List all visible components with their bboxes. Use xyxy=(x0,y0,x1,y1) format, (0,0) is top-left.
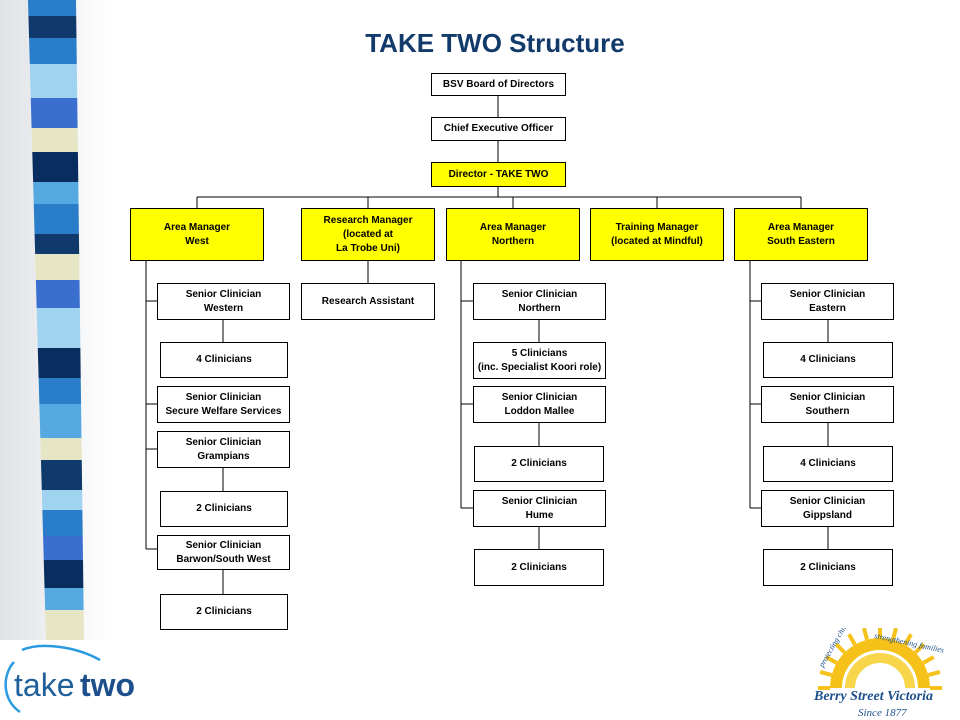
research-assistant-box: Research Assistant xyxy=(301,283,435,320)
south-eastern-senior-clinician-box: Senior Clinician Eastern xyxy=(761,283,894,320)
stripe-block xyxy=(29,64,78,98)
west-clinicians-box: 2 Clinicians xyxy=(160,594,288,630)
area-manager-northern-box: Area Manager Northern xyxy=(446,208,580,261)
northern-senior-clinician-box: Senior Clinician Loddon Mallee xyxy=(473,386,606,423)
board-box: BSV Board of Directors xyxy=(431,73,566,96)
ceo-box: Chief Executive Officer xyxy=(431,117,566,141)
stripe-block xyxy=(40,438,82,460)
sun-ray xyxy=(891,628,898,641)
org-chart-connectors xyxy=(145,96,829,594)
west-senior-clinician-box: Senior Clinician Barwon/South West xyxy=(157,535,290,570)
stripe-block xyxy=(33,182,79,204)
sun-ray xyxy=(819,670,833,677)
stripe-block xyxy=(44,588,84,610)
stripe-block xyxy=(30,98,78,128)
stripe-block xyxy=(42,510,83,536)
svg-text:take: take xyxy=(14,667,74,703)
stripe-block xyxy=(39,404,82,438)
northern-clinicians-box: 5 Clinicians (inc. Specialist Koori role… xyxy=(473,342,606,379)
stripe-block xyxy=(32,152,79,182)
stripe-block xyxy=(34,234,80,254)
area-manager-south-eastern-box: Area Manager South Eastern xyxy=(734,208,868,261)
stripe-block xyxy=(31,128,78,152)
south-eastern-clinicians-box: 4 Clinicians xyxy=(763,342,893,378)
director-box: Director - TAKE TWO xyxy=(431,162,566,187)
area-manager-west-box: Area Manager West xyxy=(130,208,264,261)
stripe-block xyxy=(28,0,77,16)
west-senior-clinician-box: Senior Clinician Western xyxy=(157,283,290,320)
south-eastern-clinicians-box: 4 Clinicians xyxy=(763,446,893,482)
northern-senior-clinician-box: Senior Clinician Northern xyxy=(473,283,606,320)
west-senior-clinician-box: Senior Clinician Grampians xyxy=(157,431,290,468)
northern-clinicians-box: 2 Clinicians xyxy=(474,446,604,482)
research-manager-box: Research Manager (located at La Trobe Un… xyxy=(301,208,435,261)
sun-ray xyxy=(862,628,869,641)
svg-text:Berry Street Victoria: Berry Street Victoria xyxy=(813,689,933,704)
sun-ray xyxy=(922,655,935,665)
training-manager-box: Training Manager (located at Mindful) xyxy=(590,208,724,261)
west-clinicians-box: 4 Clinicians xyxy=(160,342,288,378)
stripe-block xyxy=(40,460,83,490)
northern-clinicians-box: 2 Clinicians xyxy=(474,549,604,586)
sun-ray xyxy=(927,670,941,677)
sun-ray xyxy=(913,642,926,655)
stripe-block xyxy=(33,204,79,234)
stripe-block xyxy=(36,308,81,348)
south-eastern-senior-clinician-box: Senior Clinician Southern xyxy=(761,386,894,423)
south-eastern-clinicians-box: 2 Clinicians xyxy=(763,549,893,586)
west-senior-clinician-box: Senior Clinician Secure Welfare Services xyxy=(157,386,290,423)
sun-ray xyxy=(825,655,838,665)
stripe-block xyxy=(29,38,77,64)
svg-text:Since 1877: Since 1877 xyxy=(858,707,907,719)
svg-text:two: two xyxy=(80,667,135,703)
sun-ray xyxy=(847,633,857,646)
stripe-block xyxy=(41,490,83,510)
stripe-block xyxy=(35,254,80,280)
stripe-block xyxy=(38,378,82,404)
page-title: TAKE TWO Structure xyxy=(365,28,625,58)
west-clinicians-box: 2 Clinicians xyxy=(160,491,288,527)
stripe-block xyxy=(43,560,84,588)
sun-ray xyxy=(834,642,847,655)
stripe-block xyxy=(45,610,84,640)
south-eastern-senior-clinician-box: Senior Clinician Gippsland xyxy=(761,490,894,527)
stripe-block xyxy=(35,280,80,308)
stripe-block xyxy=(43,536,83,560)
take-two-logo: take two xyxy=(4,644,135,714)
northern-senior-clinician-box: Senior Clinician Hume xyxy=(473,490,606,527)
sun-ray xyxy=(903,633,913,646)
stripe-block xyxy=(37,348,81,378)
decorative-stripe xyxy=(0,0,110,640)
stripe-block xyxy=(28,16,77,38)
berry-street-victoria-logo: protecting children strengthening famili… xyxy=(813,628,945,719)
